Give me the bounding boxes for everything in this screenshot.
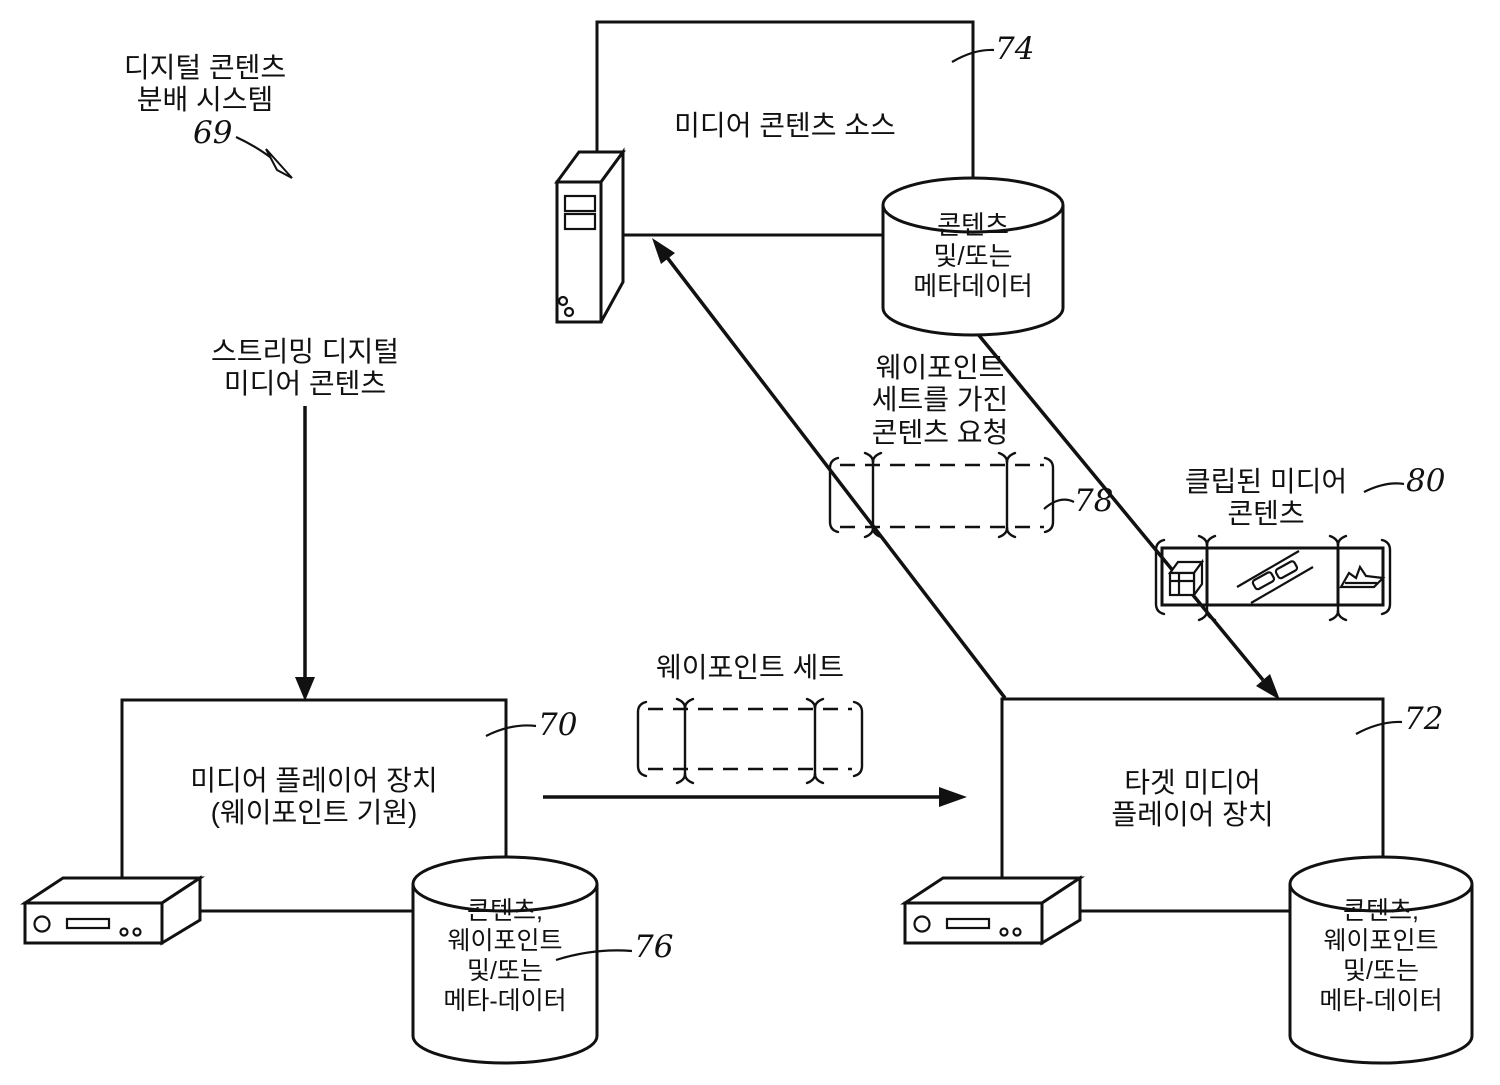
ref-70: 70 bbox=[538, 707, 578, 743]
waypoint-set-arrow bbox=[543, 787, 967, 807]
leader-78 bbox=[1043, 498, 1075, 510]
ref-72: 72 bbox=[1404, 701, 1444, 737]
content-request-arrow bbox=[652, 238, 1007, 700]
target-database-cylinder bbox=[1288, 855, 1474, 1065]
content-request-label: 웨이포인트 세트를 가진 콘텐츠 요청 bbox=[871, 352, 1009, 448]
ref-80: 80 bbox=[1406, 463, 1446, 499]
leader-80 bbox=[1363, 482, 1405, 493]
origin-database-cylinder bbox=[411, 855, 599, 1065]
strip-cube-icon bbox=[1167, 558, 1205, 599]
origin-database-label: 콘텐츠, 웨이포인트 및/또는 메타-데이터 bbox=[443, 897, 567, 1015]
clipped-media-label: 클립된 미디어 콘텐츠 bbox=[1184, 466, 1348, 530]
origin-player-device-icon bbox=[19, 875, 206, 946]
system-title: 디지털 콘텐츠 분배 시스템 bbox=[123, 52, 287, 116]
streaming-arrow bbox=[295, 406, 315, 701]
ref-69: 69 bbox=[193, 115, 233, 151]
origin-player-label: 미디어 플레이어 장치 (웨이포인트 기원) bbox=[190, 765, 438, 829]
target-player-device-icon bbox=[899, 875, 1086, 946]
ref-78: 78 bbox=[1074, 483, 1114, 519]
target-player-label: 타겟 미디어 플레이어 장치 bbox=[1111, 767, 1274, 831]
streaming-label: 스트리밍 디지털 미디어 콘텐츠 bbox=[210, 336, 400, 400]
clipped-content-arrow bbox=[975, 331, 1280, 700]
source-database-label: 콘텐츠 및/또는 메타데이터 bbox=[913, 210, 1033, 302]
media-content-source-label: 미디어 콘텐츠 소스 bbox=[674, 110, 896, 141]
ref-74: 74 bbox=[995, 31, 1035, 67]
system-pointer-icon bbox=[235, 136, 293, 179]
strip-road-icon bbox=[1236, 550, 1314, 604]
leader-72 bbox=[1355, 720, 1403, 735]
target-database-label: 콘텐츠, 웨이포인트 및/또는 메타-데이터 bbox=[1319, 897, 1443, 1015]
ref-76: 76 bbox=[634, 929, 674, 965]
leader-76 bbox=[555, 949, 633, 962]
source-database-cylinder bbox=[881, 176, 1065, 337]
waypoint-set-label: 웨이포인트 세트 bbox=[655, 652, 845, 683]
strip-boat-icon bbox=[1339, 564, 1386, 589]
server-icon bbox=[554, 147, 626, 324]
request-waypoint-range bbox=[828, 451, 1055, 539]
leader-74 bbox=[951, 48, 995, 63]
waypoint-set-range bbox=[636, 697, 864, 785]
leader-70 bbox=[485, 724, 537, 737]
